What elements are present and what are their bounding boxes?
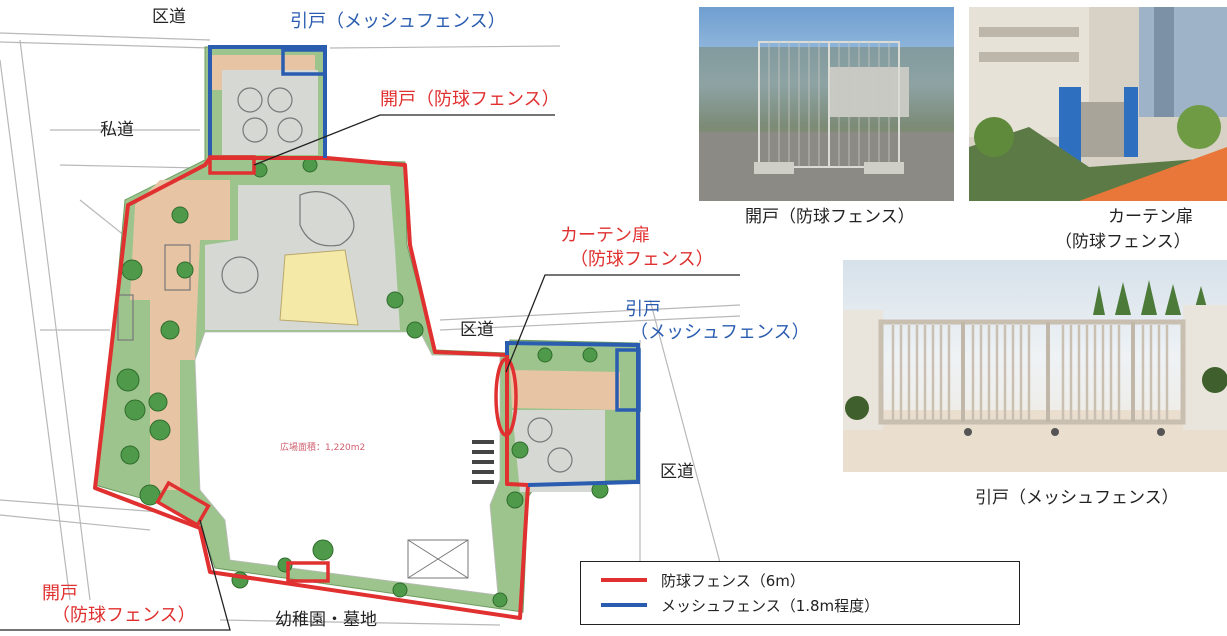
gate-curtain-marker (494, 357, 518, 437)
photo-sliding-gate (843, 260, 1227, 472)
road-label-right: 区道 (660, 462, 694, 482)
area-label: 広場面積：1,220m2 (280, 441, 365, 453)
gate-top-sliding-marker (281, 48, 327, 76)
caption-curtain-line1: カーテン扉 (1108, 207, 1193, 227)
storage-shed (407, 539, 469, 579)
sliding-gate-illustration (843, 280, 1227, 472)
gate-bottom-hinged-marker (286, 561, 330, 583)
callout-bottom-hinged-line2: （防球フェンス） (52, 605, 196, 626)
small-play-area (222, 70, 318, 155)
legend-label-ball-stop-fence: 防球フェンス（6m） (661, 571, 805, 590)
site-plan: 広場面積：1,220m2 (0, 32, 740, 631)
callout-right-sliding-line1: 引戸 (625, 299, 661, 320)
curtain-door-illustration (969, 7, 1227, 201)
caption-hinged-gate: 開戸（防球フェンス） (745, 207, 915, 227)
play-area-right (512, 410, 605, 492)
road-label-bottom: 幼稚園・墓地 (275, 610, 377, 630)
callout-curtain-line1: カーテン扉 (560, 225, 650, 246)
callout-bottom-hinged-line1: 開戸 (42, 583, 78, 604)
sand-area (279, 249, 359, 326)
legend-swatch-red (601, 578, 647, 582)
paved-path (130, 180, 230, 490)
bench-rack (472, 440, 494, 484)
mesh-fence-right (505, 340, 640, 487)
callout-top-hinged: 開戸（防球フェンス） (380, 89, 560, 110)
play-equipment (117, 87, 573, 473)
central-open-field (194, 331, 501, 596)
mesh-fence-top (208, 45, 327, 158)
leader-lines (0, 114, 740, 631)
road-label-middle: 区道 (460, 320, 494, 340)
trees (116, 157, 609, 608)
callout-top-sliding: 引戸（メッシュフェンス） (290, 11, 506, 32)
legend: 防球フェンス（6m） メッシュフェンス（1.8m程度） (580, 561, 1020, 625)
legend-item-ball-stop-fence: 防球フェンス（6m） (601, 569, 805, 591)
callout-curtain-line2: （防球フェンス） (570, 249, 714, 270)
caption-sliding-gate: 引戸（メッシュフェンス） (975, 488, 1179, 508)
paved-right (510, 370, 620, 410)
photo-curtain-door (969, 7, 1227, 201)
hinged-gate-illustration (699, 41, 954, 201)
caption-curtain-line2: （防球フェンス） (1055, 232, 1191, 252)
legend-label-mesh-fence: メッシュフェンス（1.8m程度） (661, 596, 880, 615)
road-label-left: 私道 (100, 120, 134, 140)
road-label-top: 区道 (152, 7, 186, 27)
gate-right-sliding-marker (615, 348, 641, 412)
callout-right-sliding-line2: （メッシュフェンス） (630, 322, 810, 343)
legend-item-mesh-fence: メッシュフェンス（1.8m程度） (601, 594, 879, 616)
gate-bottom-left-hinged-marker (155, 480, 211, 528)
legend-swatch-blue (601, 603, 647, 607)
photo-hinged-gate (699, 7, 954, 201)
